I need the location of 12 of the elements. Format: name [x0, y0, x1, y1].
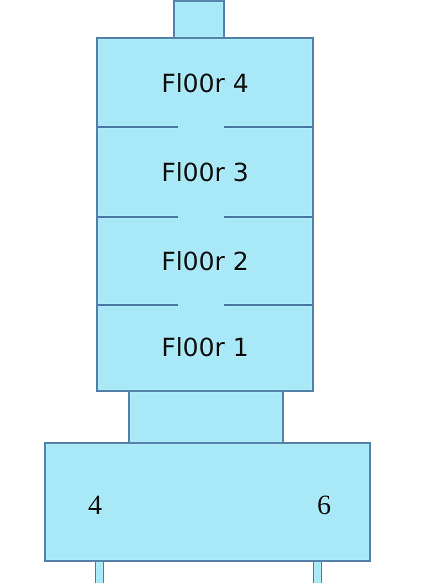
leg-bar — [313, 561, 322, 583]
number-label: 4 — [88, 492, 102, 520]
leg-bar — [95, 561, 104, 583]
base-block — [44, 442, 371, 562]
number-label: 6 — [317, 492, 331, 520]
block-shape — [128, 390, 284, 444]
floor-label: Fl00r 4 — [161, 70, 249, 96]
floor-label: Fl00r 2 — [161, 248, 249, 274]
block-shape — [173, 0, 225, 39]
floor-label: Fl00r 3 — [161, 160, 249, 184]
block-shape — [96, 37, 314, 392]
floor-label: Fl00r 1 — [161, 335, 249, 360]
